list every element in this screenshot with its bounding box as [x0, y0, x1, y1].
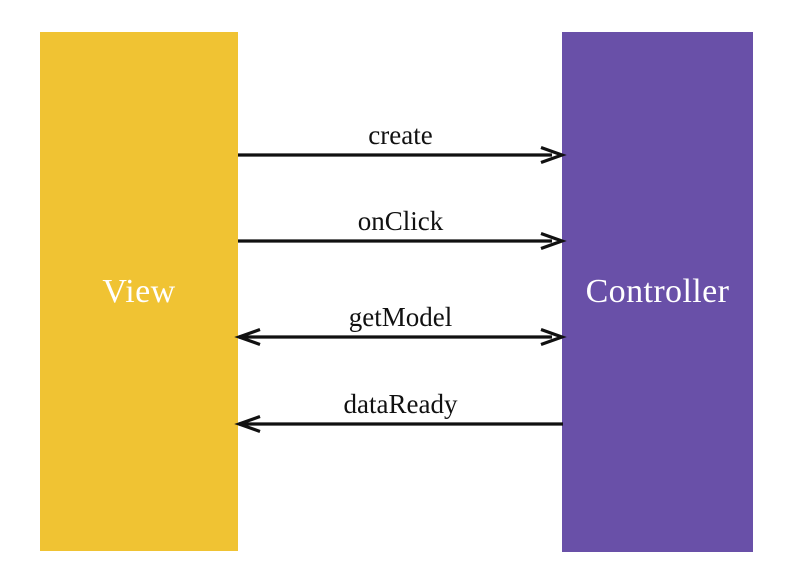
- arrow-right-icon: [238, 145, 567, 165]
- message-label-getmodel: getModel: [348, 302, 453, 332]
- participant-label-view: View: [102, 272, 176, 310]
- message-label-dataready: dataReady: [343, 389, 458, 419]
- arrow-bidirectional-icon: [234, 327, 567, 347]
- message-label-onclick: onClick: [357, 206, 444, 236]
- participant-label-controller: Controller: [585, 273, 730, 310]
- participant-box-controller[interactable]: Controller: [562, 32, 753, 552]
- message-label-create: create: [368, 120, 433, 150]
- participant-box-view[interactable]: View: [40, 32, 238, 551]
- arrow-left-icon: [234, 414, 563, 434]
- arrow-right-icon: [238, 231, 567, 251]
